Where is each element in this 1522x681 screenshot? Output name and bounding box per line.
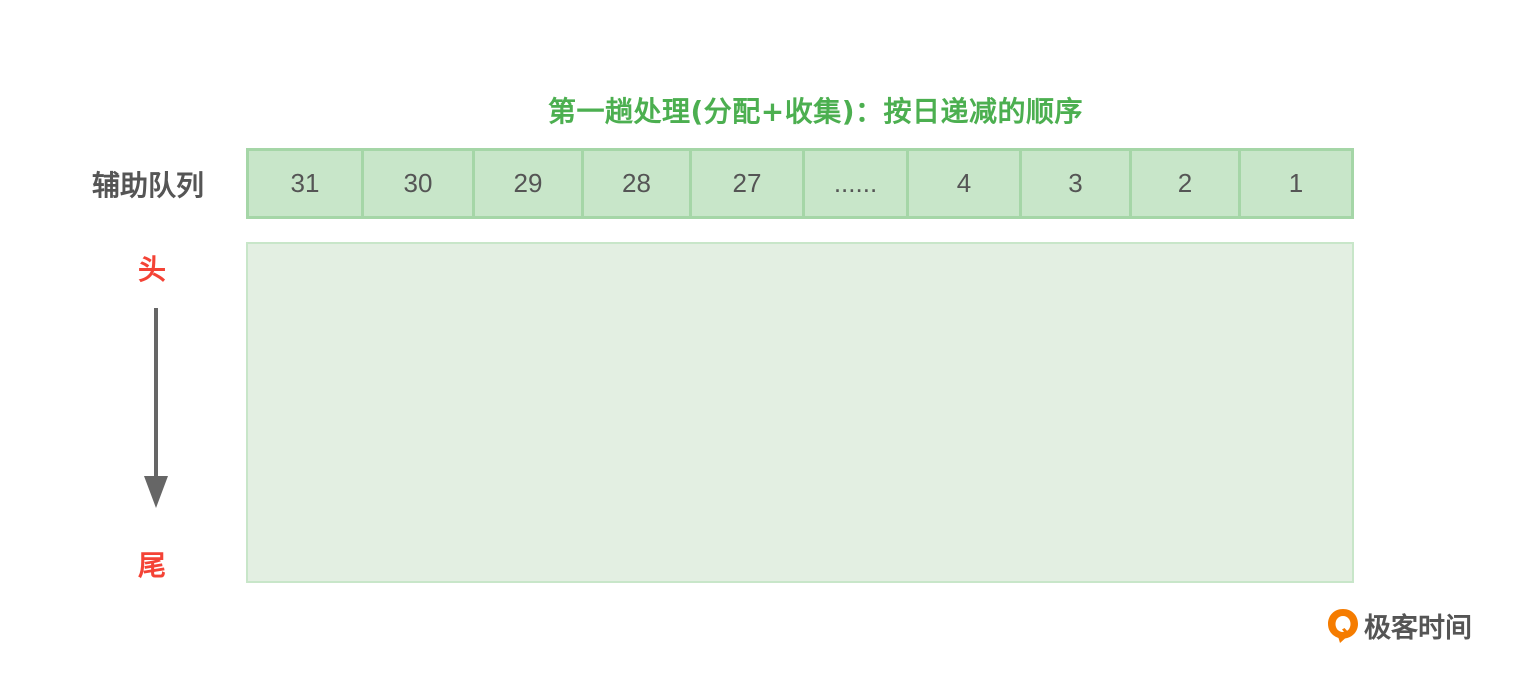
down-arrow-icon — [144, 308, 168, 508]
geektime-logo-icon — [1328, 608, 1358, 643]
queue-cell: 28 — [584, 151, 692, 216]
logo: 极客时间 — [1326, 606, 1472, 645]
tail-label: 尾 — [138, 549, 167, 582]
auxiliary-queue: 31 30 29 28 27 ...... 4 3 2 1 — [246, 148, 1354, 219]
head-label: 头 — [138, 253, 167, 286]
queue-cell: 3 — [1022, 151, 1132, 216]
queue-cell: 29 — [475, 151, 584, 216]
queue-cell: 4 — [909, 151, 1022, 216]
logo-text: 极客时间 — [1364, 613, 1472, 644]
collection-area — [246, 242, 1354, 583]
queue-cell: 27 — [692, 151, 805, 216]
queue-cell: 30 — [364, 151, 475, 216]
queue-cell: 1 — [1288, 168, 1304, 198]
queue-cell: 31 — [249, 151, 364, 216]
queue-label: 辅助队列 — [92, 169, 205, 202]
queue-cell: ...... — [805, 151, 909, 216]
queue-cell: 2 — [1132, 151, 1241, 216]
diagram-title: 第一趟处理(分配+收集)：按日递减的顺序 — [548, 95, 1084, 128]
